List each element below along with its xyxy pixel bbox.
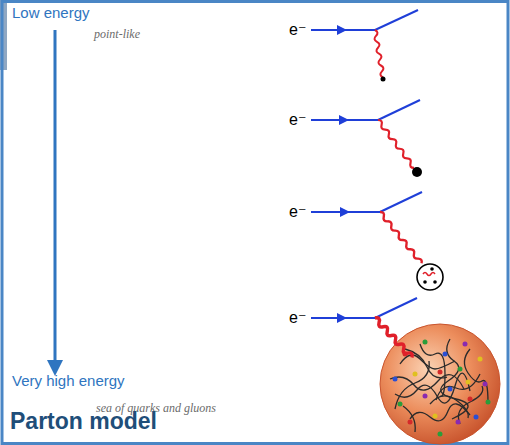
photon-wave (373, 30, 385, 78)
quark-dot (430, 267, 434, 271)
energy-label: Very high energy (12, 372, 125, 390)
electron-arrowhead (339, 115, 349, 125)
quark-dot (423, 394, 428, 399)
quark-dot (458, 367, 463, 372)
quark-dot (443, 352, 448, 357)
quark-dot (408, 420, 413, 425)
quark-dot (433, 280, 437, 284)
gluon-line (436, 374, 480, 400)
quark-dot (438, 370, 443, 375)
electron-arrowhead (337, 25, 347, 35)
particle-label: e⁻ (289, 110, 306, 129)
quark-dot (486, 400, 491, 405)
photon-wave (373, 316, 413, 359)
electron-out-line (380, 192, 422, 212)
quark-dot (463, 342, 468, 347)
particle-label: e⁻ (289, 202, 306, 221)
gluon-line (464, 349, 488, 403)
quark-dot (423, 280, 427, 284)
proton-circle (417, 264, 443, 290)
quark-dot (438, 432, 443, 437)
slide-title: Parton model (10, 408, 157, 436)
quark-dot (474, 415, 479, 420)
electron-arrowhead (340, 207, 350, 217)
quark-dot (478, 357, 483, 362)
energy-label: Low energy (12, 4, 90, 22)
electron-out-line (375, 10, 418, 30)
quark-dot (483, 382, 488, 387)
electron-out-line (375, 298, 417, 318)
gluon-line (395, 361, 429, 409)
proton-sphere (380, 324, 500, 444)
gluon-squiggle (423, 273, 435, 276)
gluon-line (403, 406, 415, 432)
quark-dot (398, 402, 403, 407)
gluon-line (458, 386, 482, 424)
quark-dot (466, 380, 471, 385)
small-target (412, 167, 422, 177)
quark-dot (423, 340, 428, 345)
gluon-line (410, 404, 470, 421)
photon-wave (378, 211, 423, 265)
photon-wave (376, 119, 415, 169)
particle-label: e⁻ (289, 308, 306, 327)
quark-dot (433, 414, 438, 419)
point-target (381, 77, 386, 82)
scale-note: point-like (94, 27, 140, 41)
electron-out-line (378, 100, 420, 120)
electron-arrowhead (337, 313, 347, 323)
quark-dot (456, 420, 461, 425)
energy-arrow (54, 30, 57, 362)
quark-dot (393, 377, 398, 382)
gluon-line (390, 375, 464, 391)
quark-dot (448, 387, 453, 392)
particle-label: e⁻ (289, 20, 306, 39)
quark-dot (468, 397, 473, 402)
quark-dot (413, 372, 418, 377)
